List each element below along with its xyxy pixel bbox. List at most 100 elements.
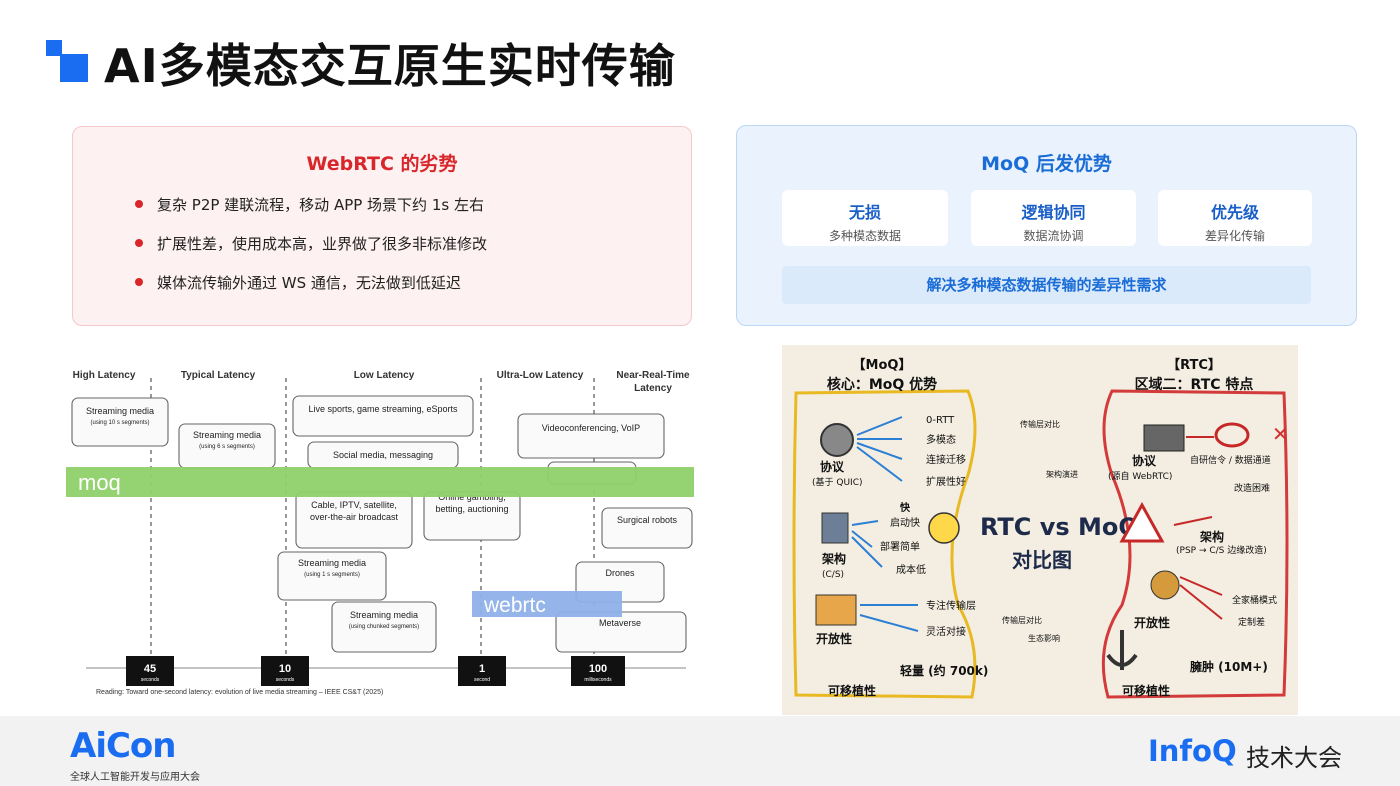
webrtc-overlay-band [472,591,622,617]
center-title: RTC vs MoQ [980,513,1139,541]
open-box-icon [815,594,857,626]
bullet-text: 媒体流传输外通过 WS 通信，无法做到低延迟 [157,274,461,292]
column-label: Ultra-Low Latency [497,370,584,381]
list-item: 扩展性差，使用成本高，业界做了很多非标准修改 [135,234,487,254]
box-sublabel: betting, auctioning [435,504,508,514]
feature-subtitle: 差异化传输 [1204,229,1265,243]
box-sublabel: (using chunked segments) [349,624,419,630]
center-subtitle: 对比图 [1012,548,1072,572]
latency-sketch: High Latency Typical Latency Low Latency… [66,370,712,696]
label: 可移植性 [828,683,876,698]
label: 快 [899,501,911,514]
box-sublabel: (using 10 s segments) [90,420,149,426]
column-label: Typical Latency [181,370,256,381]
cross-icon: ✕ [1272,422,1289,446]
column-label: Near-Real-Time [616,370,690,381]
bullet-dot-icon [135,200,143,208]
feature-card-coordination: 逻辑协同 数据流协调 [971,190,1136,246]
label: 多模态 [926,433,956,446]
moq-advantages-panel: MoQ 后发优势 无损 多种模态数据 逻辑协同 数据流协调 优先级 差异化传输 … [736,125,1357,326]
box-label: Videoconferencing, VoIP [542,423,640,433]
server-icon [821,512,849,544]
label: 架构 [821,551,846,566]
box-label: Metaverse [599,618,641,628]
label: 可移植性 [1122,683,1170,698]
label: 生态影响 [1028,633,1060,643]
feature-title: 无损 [848,203,881,222]
box-label: Streaming media [86,406,154,416]
bullet-dot-icon [135,239,143,247]
label: 传输层对比 [1020,419,1060,429]
box-label: Cable, IPTV, satellite, [311,500,397,510]
gear-icon [820,423,854,457]
label: 改造困难 [1234,482,1270,494]
column-label: Latency [634,383,672,394]
label: 全家桶模式 [1232,594,1277,606]
anchor-icon [1106,630,1138,670]
box-sublabel: (using 6 s segments) [199,444,255,450]
webrtc-disadvantages-panel: WebRTC 的劣势 复杂 P2P 建联流程，移动 APP 场景下约 1s 左右… [72,126,692,326]
label: 专注传输层 [926,599,976,612]
comparison-sketch: 【MoQ】 核心：MoQ 优势 【RTC】 区域二：RTC 特点 RTC vs … [782,345,1298,715]
box-label: Social media, messaging [333,450,433,460]
tick-unit: seconds [141,677,160,683]
left-header: 【MoQ】 [853,357,912,373]
tangled-knot-icon [1214,422,1250,448]
label: 成本低 [896,563,926,576]
label: (PSP → C/S 边缘改造) [1176,544,1267,556]
list-item: 复杂 P2P 建联流程，移动 APP 场景下约 1s 左右 [135,195,487,215]
right-title: 区域二：RTC 特点 [1135,376,1254,393]
warning-icon [1119,501,1165,543]
figure-caption: Reading: Toward one-second latency: evol… [96,689,383,696]
webrtc-overlay-label: webrtc [483,594,546,617]
label: 0-RTT [926,415,955,426]
label: 传输层对比 [1002,615,1042,625]
label: 架构演进 [1046,469,1078,479]
feature-title: 逻辑协同 [1021,203,1086,222]
feature-card-lossless: 无损 多种模态数据 [782,190,948,246]
label: 轻量 (约 700k) [900,663,988,678]
box-label: Drones [605,568,635,578]
label: 连接迁移 [926,453,966,466]
telephone-icon [1143,424,1185,452]
label: 开放性 [1134,615,1170,630]
page-title: AI多模态交互原生实时传输 [104,39,676,93]
label: 灵活对接 [926,625,966,638]
tick-unit: second [474,677,490,683]
moq-overlay-label: moq [78,470,121,495]
label: (C/S) [822,570,844,580]
footer-bar: AiCon 全球人工智能开发与应用大会 InfoQ 技术大会 [0,716,1400,786]
tick-unit: milliseconds [584,677,612,683]
infoq-tagline: 技术大会 [1246,744,1342,772]
box-label: Streaming media [350,610,418,620]
box-label: Streaming media [193,430,261,440]
label: 扩展性好 [926,475,966,488]
label: 部署简单 [880,540,920,553]
label: (基于 QUIC) [812,476,863,488]
label: 架构 [1199,529,1224,544]
feature-subtitle: 多种模态数据 [828,229,901,243]
box-label: Live sports, game streaming, eSports [308,404,458,414]
moq-overlay-band [66,467,712,497]
aicon-tagline: 全球人工智能开发与应用大会 [70,772,200,783]
label: 启动快 [890,516,920,529]
right-header: 【RTC】 [1167,357,1221,373]
bullet-dot-icon [135,278,143,286]
label: 开放性 [816,631,852,646]
webrtc-bullet-list: 复杂 P2P 建联流程，移动 APP 场景下约 1s 左右 扩展性差，使用成本高… [135,195,487,312]
column-label: Low Latency [354,370,415,381]
moq-summary-bar: 解决多种模态数据传输的差异性需求 [782,266,1311,304]
box-sublabel: (using 1 s segments) [304,572,360,578]
webrtc-panel-title: WebRTC 的劣势 [306,153,458,175]
feature-subtitle: 数据流协调 [1023,229,1084,243]
box-label: Surgical robots [617,515,678,525]
feature-title: 优先级 [1210,203,1259,222]
tick-unit: seconds [276,677,295,683]
left-title: 核心：MoQ 优势 [827,376,937,393]
label: (源自 WebRTC) [1108,470,1172,482]
feature-card-priority: 优先级 差异化传输 [1158,190,1312,246]
latency-spectrum-figure: High Latency Typical Latency Low Latency… [66,356,712,700]
brand-mark-icon [46,40,88,82]
box-sublabel: over-the-air broadcast [310,512,399,522]
bullet-text: 扩展性差，使用成本高，业界做了很多非标准修改 [157,235,488,253]
